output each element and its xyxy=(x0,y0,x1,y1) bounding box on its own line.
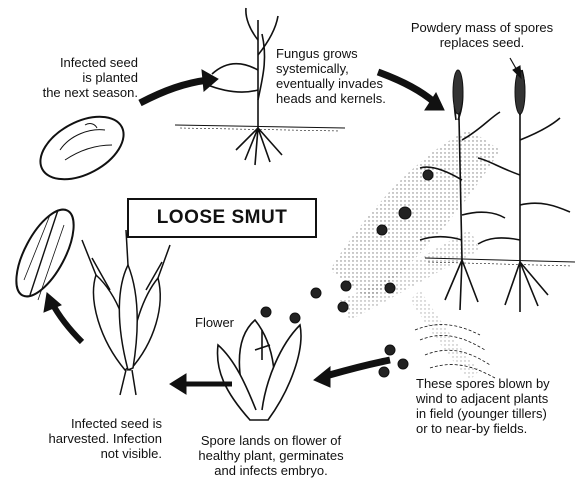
caption-infected-seed-planted: Infected seed is planted the next season… xyxy=(18,55,138,100)
infected-seed-harvested xyxy=(5,201,85,305)
caption-spores-blown: These spores blown by wind to adjacent p… xyxy=(416,376,574,436)
healthy-flower xyxy=(217,320,300,420)
caption-powdery-mass: Powdery mass of spores replaces seed. xyxy=(392,20,572,50)
diagram-title: LOOSE SMUT xyxy=(157,207,288,229)
young-infected-plant xyxy=(205,8,282,165)
harvested-head xyxy=(82,230,170,395)
caption-spore-lands: Spore lands on flower of healthy plant, … xyxy=(183,433,359,478)
spore-cloud xyxy=(330,130,500,380)
caption-flower: Flower xyxy=(195,315,255,330)
infected-seed-planted xyxy=(30,104,134,192)
caption-infected-seed-harvested: Infected seed is harvested. Infection no… xyxy=(22,416,162,461)
smut-heads xyxy=(453,70,525,114)
pointer-arrow xyxy=(510,58,521,78)
title-box: LOOSE SMUT xyxy=(127,198,317,238)
caption-fungus-grows: Fungus grows systemically, eventually in… xyxy=(276,46,416,106)
